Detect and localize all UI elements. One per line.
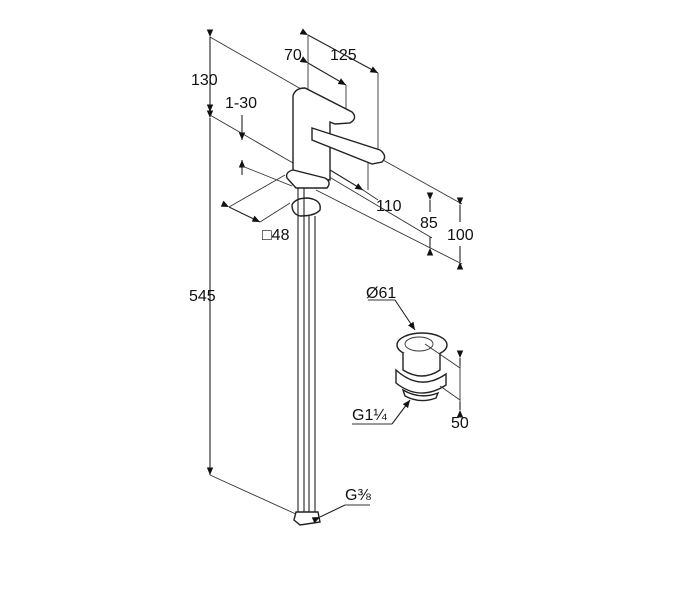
label-50: 50 <box>451 415 469 432</box>
label-drain-thread: G1¼ <box>352 407 387 424</box>
label-supply-thread: G⅜ <box>345 487 371 504</box>
label-48: □48 <box>262 227 290 244</box>
label-drain-diameter: Ø61 <box>366 285 396 302</box>
label-100: 100 <box>447 227 474 244</box>
overall-height-dimension <box>206 29 309 516</box>
label-110: 110 <box>376 198 402 215</box>
label-130: 130 <box>191 72 218 89</box>
faucet-body <box>285 87 386 526</box>
base-square-dimension <box>220 174 291 223</box>
label-1-30: 1-30 <box>225 95 257 112</box>
label-125: 125 <box>330 47 357 64</box>
label-85: 85 <box>420 215 438 232</box>
label-70: 70 <box>284 47 302 64</box>
label-545: 545 <box>189 288 216 305</box>
plate-thickness-dimension <box>238 115 293 187</box>
drain-valve <box>352 299 464 425</box>
